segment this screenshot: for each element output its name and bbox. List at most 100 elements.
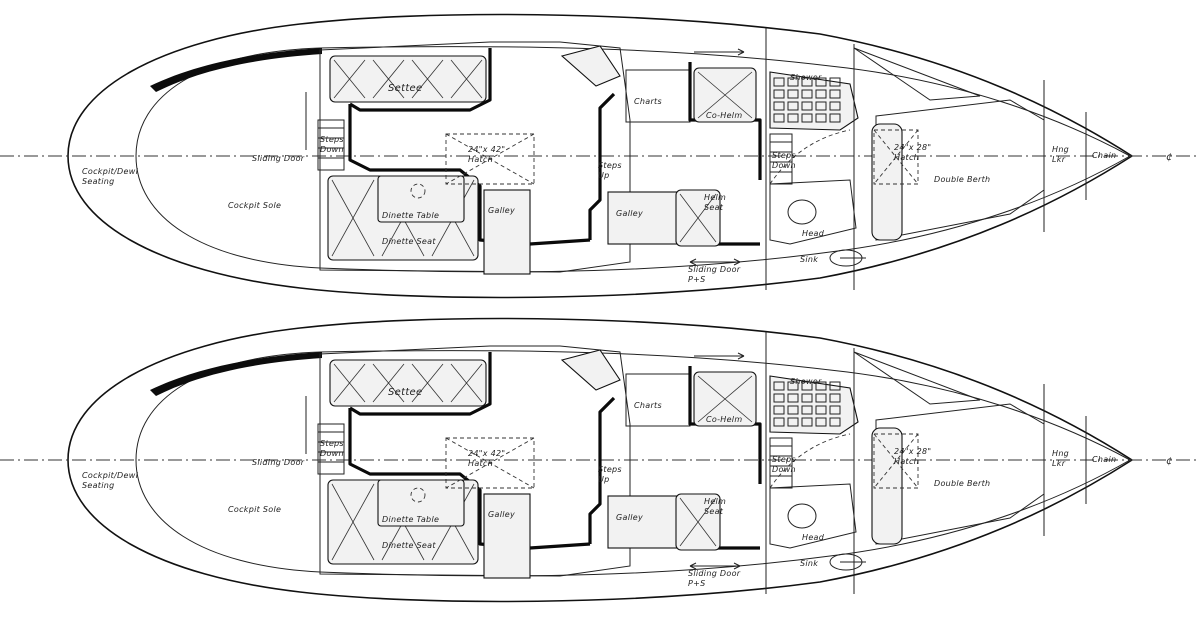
steps-down-label: Down xyxy=(320,449,344,458)
steps-up-label: Up xyxy=(598,171,610,180)
helm-seat-label: Seat xyxy=(704,507,724,516)
shower-tile xyxy=(801,405,813,415)
fwd-hatch-label: 24"x 28" xyxy=(894,447,931,456)
fwd-hatch xyxy=(873,433,919,489)
sliding-door-label: Sliding Door xyxy=(252,154,305,163)
steps-down-aft xyxy=(317,423,345,475)
anchor-locker-wing xyxy=(853,351,981,405)
charts-label: Charts xyxy=(634,401,662,410)
centerline-mark: ¢ xyxy=(1166,456,1173,467)
steps-down-label: Down xyxy=(320,145,344,154)
shower-tile xyxy=(829,113,841,123)
shower-tile xyxy=(773,77,785,87)
settee-cushion-mark xyxy=(450,363,483,403)
shower-tile xyxy=(815,77,827,87)
main-hatch-diag xyxy=(445,133,535,185)
double-berth-label: Double Berth xyxy=(934,175,990,184)
shower-tile xyxy=(815,417,827,427)
shower-tile xyxy=(801,101,813,111)
shower-tile xyxy=(787,381,799,391)
chart-table xyxy=(625,373,691,427)
double-berth-label: Double Berth xyxy=(934,479,990,488)
steps-down-fwd-label: Steps xyxy=(772,455,796,464)
shower-tile xyxy=(773,417,785,427)
dinette-table xyxy=(377,479,465,527)
settee-label: Settee xyxy=(388,83,422,94)
shower-label: Shower xyxy=(790,377,822,386)
chain-locker-label: Chain xyxy=(1092,455,1116,464)
main-hatch-diag xyxy=(445,437,535,489)
dinette-seat-label: Dinette Seat xyxy=(382,237,436,246)
cockpit-sole-label: Cockpit Sole xyxy=(228,201,281,210)
door-swing xyxy=(769,433,851,489)
fwd-hatch-label: Hatch xyxy=(894,457,919,466)
shower-tile xyxy=(787,393,799,403)
settee-cushion-mark xyxy=(372,363,405,403)
shower-tile xyxy=(773,381,785,391)
sink-label: Sink xyxy=(800,559,818,568)
sliding-door-arrow-top xyxy=(694,352,745,360)
settee-cushion-mark xyxy=(450,59,483,99)
settee-label: Settee xyxy=(388,387,422,398)
deck-edge xyxy=(135,46,1132,273)
sliding-door-label: Sliding Door xyxy=(252,458,305,467)
cockpit-sole-label: Cockpit Sole xyxy=(228,505,281,514)
shower-tile xyxy=(787,101,799,111)
head-compartment xyxy=(769,483,857,549)
shower-tile xyxy=(815,101,827,111)
main-hatch xyxy=(445,437,535,489)
sliding-door-arrow xyxy=(689,562,741,570)
galley-port-counter xyxy=(483,493,531,579)
toilet-bowl xyxy=(787,199,817,225)
door-swing xyxy=(769,129,851,185)
fwd-hatch-diag xyxy=(873,433,919,489)
helm-seat-cushion-mark xyxy=(679,497,717,547)
steps-up-label: Steps xyxy=(598,161,622,170)
shower-tile xyxy=(787,89,799,99)
main-hatch-label: Hatch xyxy=(468,155,493,164)
settee-cushion-mark xyxy=(411,363,444,403)
hanging-locker-label: Lkr xyxy=(1052,155,1066,164)
dinette-seat-cushion-mark xyxy=(331,179,375,257)
shower-label: Shower xyxy=(790,73,822,82)
anchor-locker-wing xyxy=(853,47,981,101)
shower-tile xyxy=(787,77,799,87)
main-hatch-label: 24"x 42" xyxy=(468,449,505,458)
hanging-locker-label: Hng xyxy=(1052,145,1069,154)
steps-down-fwd-label: Down xyxy=(772,465,796,474)
steps-down-aft xyxy=(317,119,345,171)
shower-tile xyxy=(801,417,813,427)
galley-stbd-label: Galley xyxy=(616,209,643,218)
chart-table-seat xyxy=(560,349,621,391)
galley-port-counter xyxy=(483,189,531,275)
shower-tile xyxy=(787,405,799,415)
toilet-bowl xyxy=(787,503,817,529)
sliding-door-ps-label: Sliding Door xyxy=(688,265,741,274)
chain-locker-label: Chain xyxy=(1092,151,1116,160)
galley-stbd-counter xyxy=(607,191,679,245)
main-hatch xyxy=(445,133,535,185)
shower-tile xyxy=(801,113,813,123)
shower-tile xyxy=(801,393,813,403)
galley-port-label: Galley xyxy=(488,510,515,519)
head-compartment xyxy=(769,179,857,245)
fwd-hatch-diag xyxy=(873,433,919,489)
sliding-door-arrow xyxy=(689,258,741,266)
dinette-seat-cushion-mark xyxy=(331,483,375,561)
fwd-hatch-diag xyxy=(873,129,919,185)
co-helm-label: Co-Helm xyxy=(706,415,742,424)
table-pedestal xyxy=(410,183,426,199)
settee-wall xyxy=(349,352,492,416)
shower-tile xyxy=(801,77,813,87)
steps-down-fwd-label: Down xyxy=(772,161,796,170)
shower-tile xyxy=(829,381,841,391)
saloon-outline xyxy=(319,41,631,273)
sink-label: Sink xyxy=(800,255,818,264)
deck-edge xyxy=(135,350,1132,577)
steps-up-label: Steps xyxy=(598,465,622,474)
settee-cushion-mark xyxy=(411,59,444,99)
settee-cushion-mark xyxy=(333,363,366,403)
coaming-shadow xyxy=(150,48,322,92)
